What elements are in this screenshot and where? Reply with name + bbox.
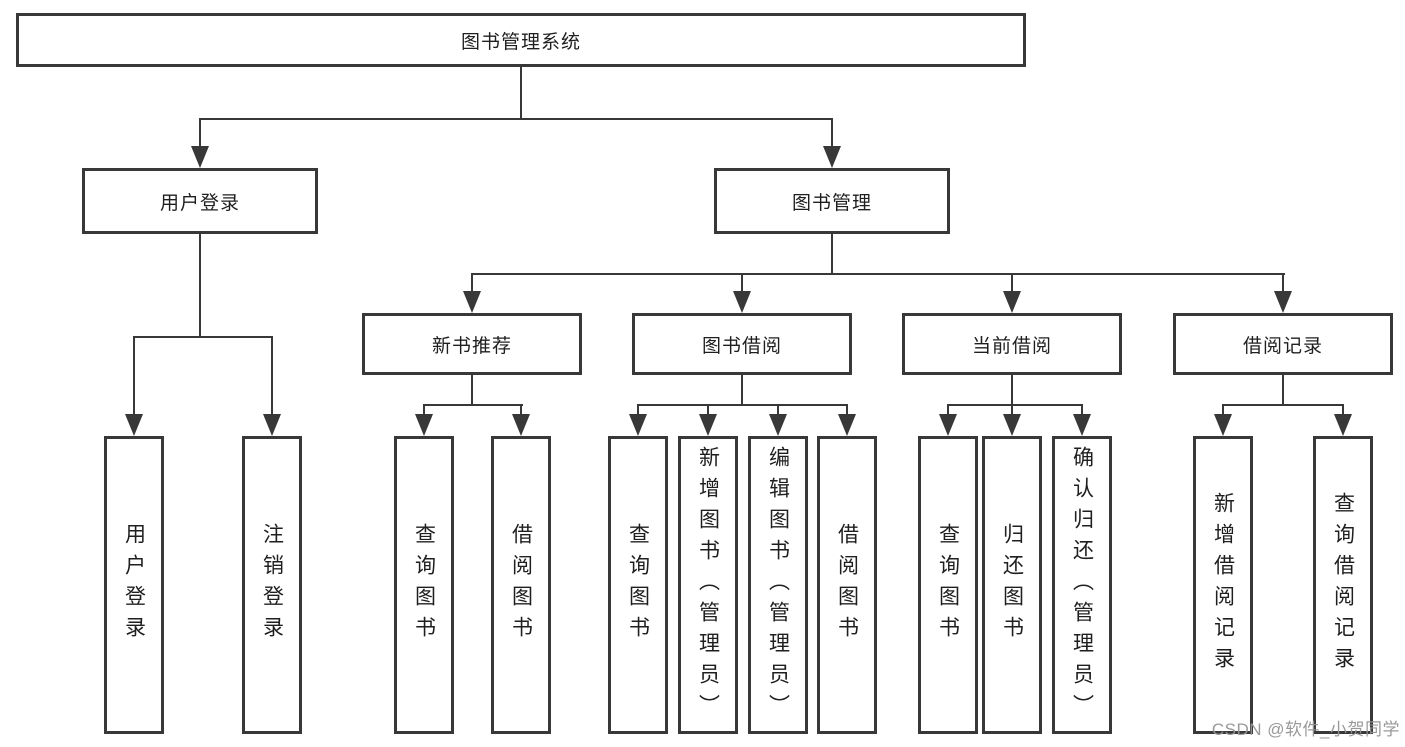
leaf-user-login: 用户登录	[104, 436, 164, 734]
arrow-down-icon	[1334, 414, 1352, 436]
connector-line	[520, 67, 522, 119]
leaf-logout: 注销登录	[242, 436, 302, 734]
arrow-down-icon	[1003, 414, 1021, 436]
leaf-label: 用户登录	[122, 523, 146, 647]
connector-line	[199, 118, 833, 120]
connector-line	[1011, 404, 1013, 420]
connector-line	[637, 404, 639, 420]
connector-line	[271, 336, 273, 420]
connector-line	[199, 234, 201, 338]
node-book-management: 图书管理	[714, 168, 950, 234]
node-label: 当前借阅	[971, 335, 1052, 357]
arrow-down-icon	[838, 414, 856, 436]
connector-line	[846, 404, 848, 420]
leaf-query-borrow-record: 查询借阅记录	[1313, 436, 1373, 734]
connector-line	[947, 404, 949, 420]
node-label: 用户登录	[159, 192, 240, 214]
node-new-book-recommendation: 新书推荐	[362, 313, 582, 375]
connector-line	[133, 336, 135, 420]
arrow-down-icon	[939, 414, 957, 436]
arrow-down-icon	[629, 414, 647, 436]
connector-line	[741, 273, 743, 295]
arrow-down-icon	[769, 414, 787, 436]
connector-line	[1081, 404, 1083, 420]
leaf-label: 查询图书	[412, 523, 436, 647]
leaf-confirm-return-admin: 确认归还（管理员）	[1052, 436, 1112, 734]
connector-line	[471, 375, 473, 406]
node-label: 图书管理	[791, 192, 872, 214]
leaf-query-books-recommend: 查询图书	[394, 436, 454, 734]
leaf-label: 查询借阅记录	[1331, 492, 1355, 678]
connector-line	[133, 336, 273, 338]
connector-line	[1282, 273, 1284, 295]
arrow-down-icon	[191, 146, 209, 168]
node-current-borrowing: 当前借阅	[902, 313, 1122, 375]
connector-line	[741, 375, 743, 406]
connector-line	[947, 404, 1083, 406]
leaf-edit-book-admin: 编辑图书（管理员）	[748, 436, 808, 734]
leaf-label: 确认归还（管理员）	[1070, 445, 1094, 725]
node-user-login: 用户登录	[82, 168, 318, 234]
connector-line	[1011, 273, 1013, 295]
arrow-down-icon	[699, 414, 717, 436]
connector-line	[1282, 375, 1284, 406]
arrow-down-icon	[823, 146, 841, 168]
leaf-query-books-borrow: 查询图书	[608, 436, 668, 734]
connector-line	[471, 273, 1285, 275]
leaf-add-book-admin: 新增图书（管理员）	[678, 436, 738, 734]
node-borrowing-records: 借阅记录	[1173, 313, 1393, 375]
connector-line	[777, 404, 779, 420]
connector-line	[707, 404, 709, 420]
node-label: 图书管理系统	[460, 31, 581, 53]
leaf-borrow-books: 借阅图书	[817, 436, 877, 734]
node-library-management-system: 图书管理系统	[16, 13, 1026, 67]
node-label: 图书借阅	[701, 335, 782, 357]
leaf-label: 查询图书	[626, 523, 650, 647]
connector-line	[423, 404, 425, 420]
leaf-label: 借阅图书	[835, 523, 859, 647]
connector-line	[520, 404, 522, 420]
connector-line	[471, 273, 473, 295]
connector-line	[199, 118, 201, 150]
arrow-down-icon	[125, 414, 143, 436]
arrow-down-icon	[512, 414, 530, 436]
node-book-borrowing: 图书借阅	[632, 313, 852, 375]
leaf-return-book: 归还图书	[982, 436, 1042, 734]
connector-line	[831, 234, 833, 275]
arrow-down-icon	[1214, 414, 1232, 436]
leaf-label: 归还图书	[1000, 523, 1024, 647]
node-label: 新书推荐	[431, 335, 512, 357]
arrow-down-icon	[1274, 291, 1292, 313]
arrow-down-icon	[1003, 291, 1021, 313]
leaf-query-books-current: 查询图书	[918, 436, 978, 734]
connector-line	[1011, 375, 1013, 406]
connector-line	[831, 118, 833, 150]
leaf-label: 查询图书	[936, 523, 960, 647]
arrow-down-icon	[1073, 414, 1091, 436]
connector-line	[1222, 404, 1344, 406]
arrow-down-icon	[463, 291, 481, 313]
leaf-label: 注销登录	[260, 523, 284, 647]
connector-line	[1342, 404, 1344, 420]
leaf-add-borrow-record: 新增借阅记录	[1193, 436, 1253, 734]
leaf-borrow-books-recommend: 借阅图书	[491, 436, 551, 734]
leaf-label: 新增图书（管理员）	[696, 445, 720, 725]
leaf-label: 编辑图书（管理员）	[766, 445, 790, 725]
arrow-down-icon	[263, 414, 281, 436]
connector-line	[423, 404, 523, 406]
watermark: CSDN @软件_小贺同学	[1211, 720, 1400, 739]
connector-line	[637, 404, 848, 406]
leaf-label: 借阅图书	[509, 523, 533, 647]
connector-line	[1222, 404, 1224, 420]
node-label: 借阅记录	[1242, 335, 1323, 357]
leaf-label: 新增借阅记录	[1211, 492, 1235, 678]
arrow-down-icon	[733, 291, 751, 313]
arrow-down-icon	[415, 414, 433, 436]
